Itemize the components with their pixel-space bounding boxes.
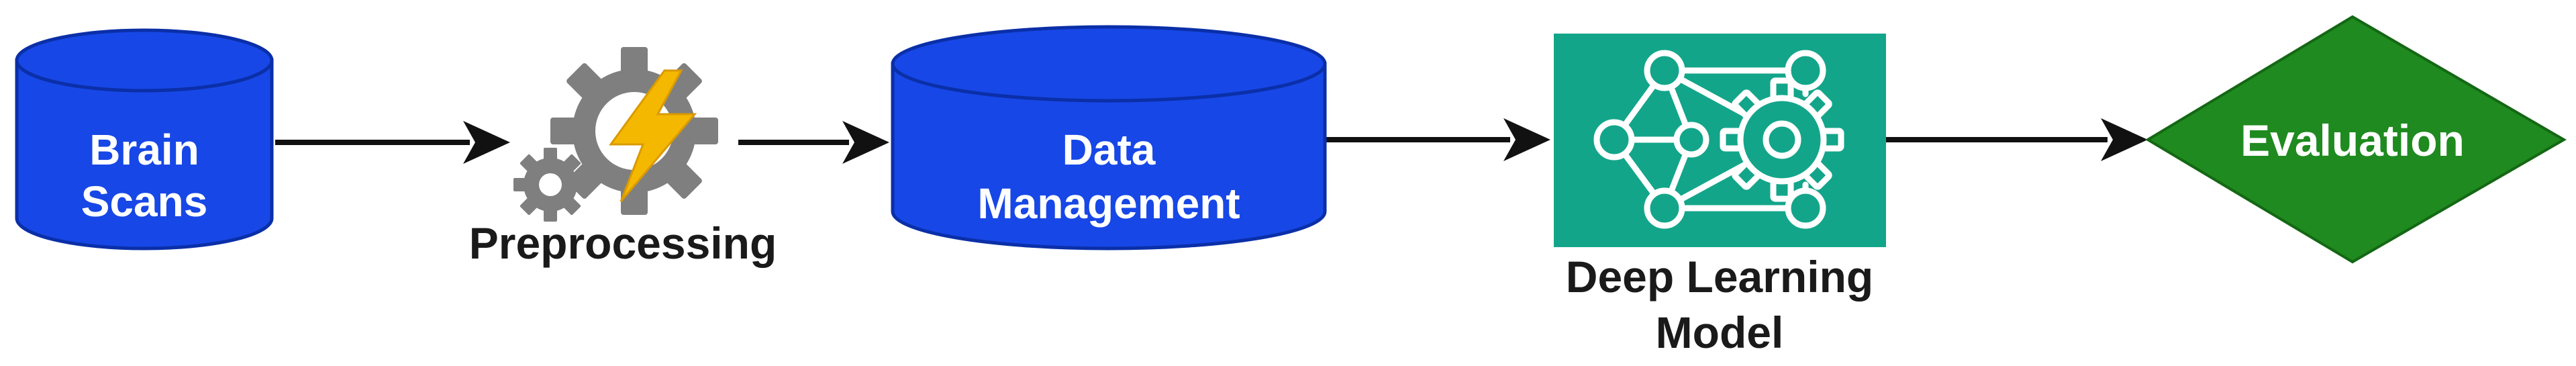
node-label-line: Scans [81, 177, 208, 226]
cylinder-top [15, 28, 274, 93]
arrowhead-icon [2101, 118, 2148, 161]
node-label-line: Model [1656, 308, 1784, 357]
decision-diamond [2145, 15, 2567, 264]
gears-icon [513, 47, 718, 222]
arrowhead-icon [842, 121, 889, 164]
edge-preprocessing-to-data-management [738, 121, 889, 164]
node-brain-scans: Brain Scans [15, 28, 274, 250]
edge-deep-learning-model-to-evaluation [1886, 118, 2148, 161]
node-label-line: Evaluation [2240, 116, 2465, 165]
node-preprocessing: Preprocessing [469, 47, 777, 268]
cylinder-body [891, 62, 1327, 250]
neural-network-gear-icon [1593, 50, 1844, 229]
node-label-line: Data [1062, 126, 1156, 174]
node-label-line: Brain [89, 126, 199, 174]
node-evaluation: Evaluation [2145, 15, 2567, 264]
edge-data-management-to-deep-learning-model [1326, 118, 1550, 161]
node-label-line: Management [977, 179, 1240, 228]
arrowhead-icon [463, 121, 510, 164]
node-label-line: Preprocessing [469, 218, 777, 268]
cylinder-top [891, 25, 1327, 103]
edge-brain-scans-to-preprocessing [275, 121, 510, 164]
arrowhead-icon [1503, 118, 1550, 161]
lightning-bolt-icon [609, 69, 697, 202]
cylinder-body [15, 58, 274, 250]
node-data-management: Data Management [891, 25, 1327, 250]
node-label-line: Deep Learning [1566, 252, 1873, 302]
node-deep-learning-model: Deep Learning Model [1554, 34, 1886, 357]
